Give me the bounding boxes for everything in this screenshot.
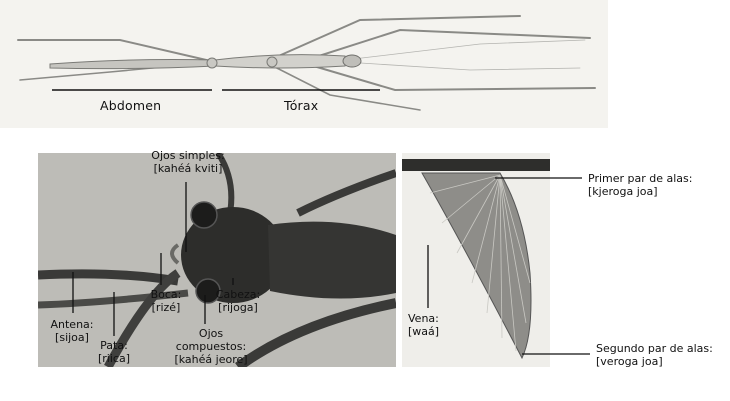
label-pata-term: [riica] <box>90 352 138 365</box>
label-ojos-simples: Ojos simples: [kahéá kviti] <box>143 149 233 175</box>
label-pata: Pata: [riica] <box>90 339 138 365</box>
label-ojos-simples-name: Ojos simples: <box>143 149 233 162</box>
label-ojos-compuestos-name2: compuestos: <box>166 340 256 353</box>
label-antena-term: [sijoa] <box>48 331 96 344</box>
label-vena: Vena: [waá] <box>408 312 439 338</box>
label-segundo-par-term: [veroga joa] <box>596 355 713 368</box>
label-cabeza: Cabeza: [rijoga] <box>208 288 268 314</box>
label-segundo-par-name: Segundo par de alas: <box>596 342 713 355</box>
thorax-label: Tórax <box>284 99 318 112</box>
label-boca: Boca: [rizé] <box>144 288 188 314</box>
label-ojos-simples-term: [kahéá kviti] <box>143 162 233 175</box>
label-cabeza-term: [rijoga] <box>208 301 268 314</box>
label-segundo-par-alas: Segundo par de alas: [veroga joa] <box>596 342 713 368</box>
insect-body-photo: Abdomen Tórax <box>0 0 608 128</box>
label-vena-term: [waá] <box>408 325 439 338</box>
label-primer-par-alas: Primer par de alas: [kjeroga joa] <box>588 172 692 198</box>
label-primer-par-name: Primer par de alas: <box>588 172 692 185</box>
label-ojos-compuestos-term: [kahéá jeore] <box>166 353 256 366</box>
label-boca-term: [rizé] <box>144 301 188 314</box>
label-pata-name: Pata: <box>90 339 138 352</box>
label-primer-par-term: [kjeroga joa] <box>588 185 692 198</box>
label-cabeza-name: Cabeza: <box>208 288 268 301</box>
label-antena-name: Antena: <box>48 318 96 331</box>
label-vena-name: Vena: <box>408 312 439 325</box>
label-ojos-compuestos: Ojos compuestos: [kahéá jeore] <box>166 327 256 366</box>
label-ojos-compuestos-name1: Ojos <box>166 327 256 340</box>
abdomen-label: Abdomen <box>100 99 161 112</box>
label-antena: Antena: [sijoa] <box>48 318 96 344</box>
label-boca-name: Boca: <box>144 288 188 301</box>
